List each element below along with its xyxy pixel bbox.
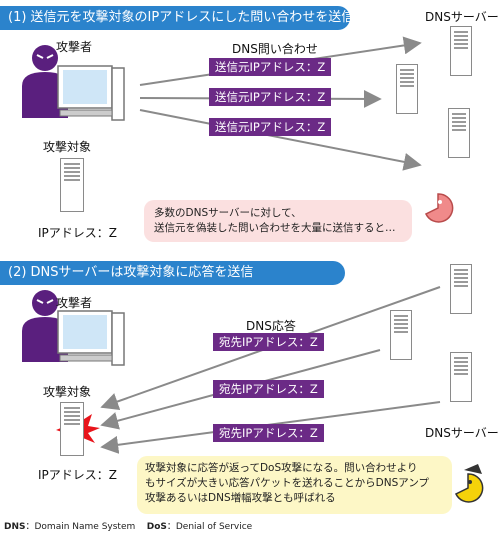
section1-query-label: DNS問い合わせ bbox=[232, 42, 318, 56]
dns-server-1a bbox=[450, 26, 472, 76]
footer-dns-full: ：Domain Name System bbox=[25, 522, 136, 532]
section2-response-label: DNS応答 bbox=[246, 319, 296, 333]
query-arrow-3 bbox=[139, 109, 422, 171]
section1-attacker-label: 攻撃者 bbox=[56, 40, 93, 54]
section1-source-ip-tag-3: 送信元IPアドレス：Z bbox=[209, 118, 332, 136]
section2-dest-ip-tag-3: 宛先IPアドレス：Z bbox=[213, 424, 324, 442]
section2-target-label: 攻撃対象 bbox=[43, 385, 92, 399]
dns-server-1b bbox=[396, 64, 418, 114]
section2-title: (2) DNSサーバーは攻撃対象に応答を送信 bbox=[0, 261, 345, 285]
footer-abbreviations: DNS：Domain Name System DoS：Denial of Ser… bbox=[4, 519, 252, 532]
section1-target-ip: IPアドレス：Z bbox=[38, 226, 117, 240]
footer-dns-abbr: DNS bbox=[4, 522, 26, 532]
section1-note: 多数のDNSサーバーに対して、 送信元を偽装した問い合わせを大量に送信すると… bbox=[144, 200, 412, 242]
target-server-2 bbox=[60, 402, 84, 456]
section2-target-ip: IPアドレス：Z bbox=[38, 468, 117, 482]
dns-server-2b bbox=[390, 310, 412, 360]
computer-2 bbox=[57, 310, 125, 366]
computer-1 bbox=[57, 65, 125, 121]
dns-server-1c bbox=[448, 108, 470, 158]
section2-note: 攻撃対象に応答が返ってDoS攻撃になる。問い合わせより もサイズが大きい応答パケ… bbox=[137, 456, 452, 514]
section1-title: (1) 送信元を攻撃対象のIPアドレスにした問い合わせを送信 bbox=[0, 6, 354, 30]
section2-dest-ip-tag-1: 宛先IPアドレス：Z bbox=[213, 333, 324, 351]
dns-server-2a bbox=[450, 264, 472, 314]
mascot-2 bbox=[455, 464, 484, 503]
section2-attacker-label: 攻撃者 bbox=[56, 296, 93, 310]
section1-target-label: 攻撃対象 bbox=[43, 140, 92, 154]
footer-dos-abbr: DoS bbox=[146, 522, 167, 532]
footer-dos-full: ：Denial of Service bbox=[166, 522, 253, 532]
attacker-figure-1 bbox=[22, 45, 68, 118]
dns-server-2c bbox=[450, 352, 472, 402]
target-server-1 bbox=[60, 158, 84, 212]
mascot-1 bbox=[425, 193, 454, 223]
section2-dns-servers-label: DNSサーバー bbox=[425, 426, 499, 440]
section1-source-ip-tag-1: 送信元IPアドレス：Z bbox=[209, 58, 332, 76]
section1-source-ip-tag-2: 送信元IPアドレス：Z bbox=[209, 88, 332, 106]
section2-dest-ip-tag-2: 宛先IPアドレス：Z bbox=[213, 380, 324, 398]
attacker-figure-2 bbox=[22, 290, 68, 362]
section1-dns-servers-label: DNSサーバー bbox=[425, 10, 499, 24]
